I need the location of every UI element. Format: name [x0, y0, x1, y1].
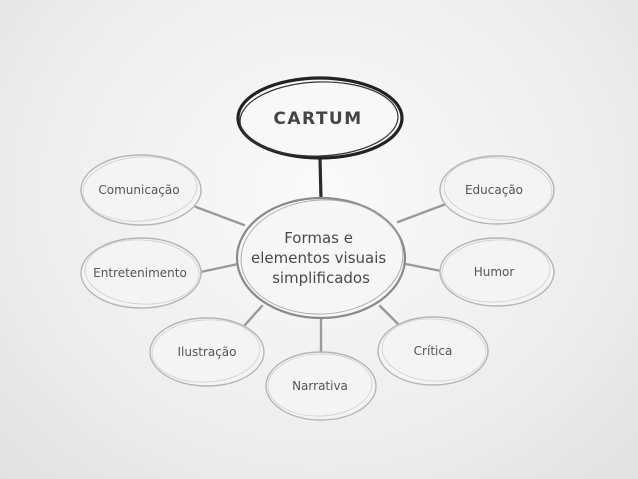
node-label-educacao: Educação [465, 183, 523, 197]
node-critica: Crítica [377, 316, 489, 386]
node-label-critica: Crítica [414, 344, 453, 358]
connector-ilustracao [242, 304, 264, 328]
connector-humor [404, 262, 448, 274]
center-node: Formas e elementos visuais simplificados [235, 196, 407, 320]
connectors [194, 156, 448, 354]
connector-comunicacao [194, 205, 246, 227]
connector-critica [378, 304, 400, 326]
node-label-entretenimento: Entretenimento [93, 266, 187, 280]
node-comunicacao: Comunicação [80, 154, 202, 226]
title-node: CARTUM [236, 76, 404, 160]
connector-educacao [396, 202, 448, 224]
node-ilustracao: Ilustração [149, 317, 265, 387]
center-line-2: elementos visuais [251, 249, 386, 267]
center-line-3: simplificados [272, 269, 370, 287]
node-label-narrativa: Narrativa [292, 379, 348, 393]
node-entretenimento: Entretenimento [80, 237, 202, 309]
connector-entretenimento [194, 262, 240, 275]
center-line-1: Formas e [284, 229, 353, 247]
center-label: Formas e elementos visuais simplificados [251, 229, 391, 287]
node-narrativa: Narrativa [265, 351, 377, 421]
connector-title-center [318, 156, 323, 202]
node-label-humor: Humor [474, 265, 515, 279]
node-humor: Humor [439, 237, 555, 307]
title-label: CARTUM [273, 109, 362, 129]
node-educacao: Educação [439, 155, 555, 225]
node-label-ilustracao: Ilustração [177, 345, 236, 359]
node-label-comunicacao: Comunicação [98, 183, 179, 197]
